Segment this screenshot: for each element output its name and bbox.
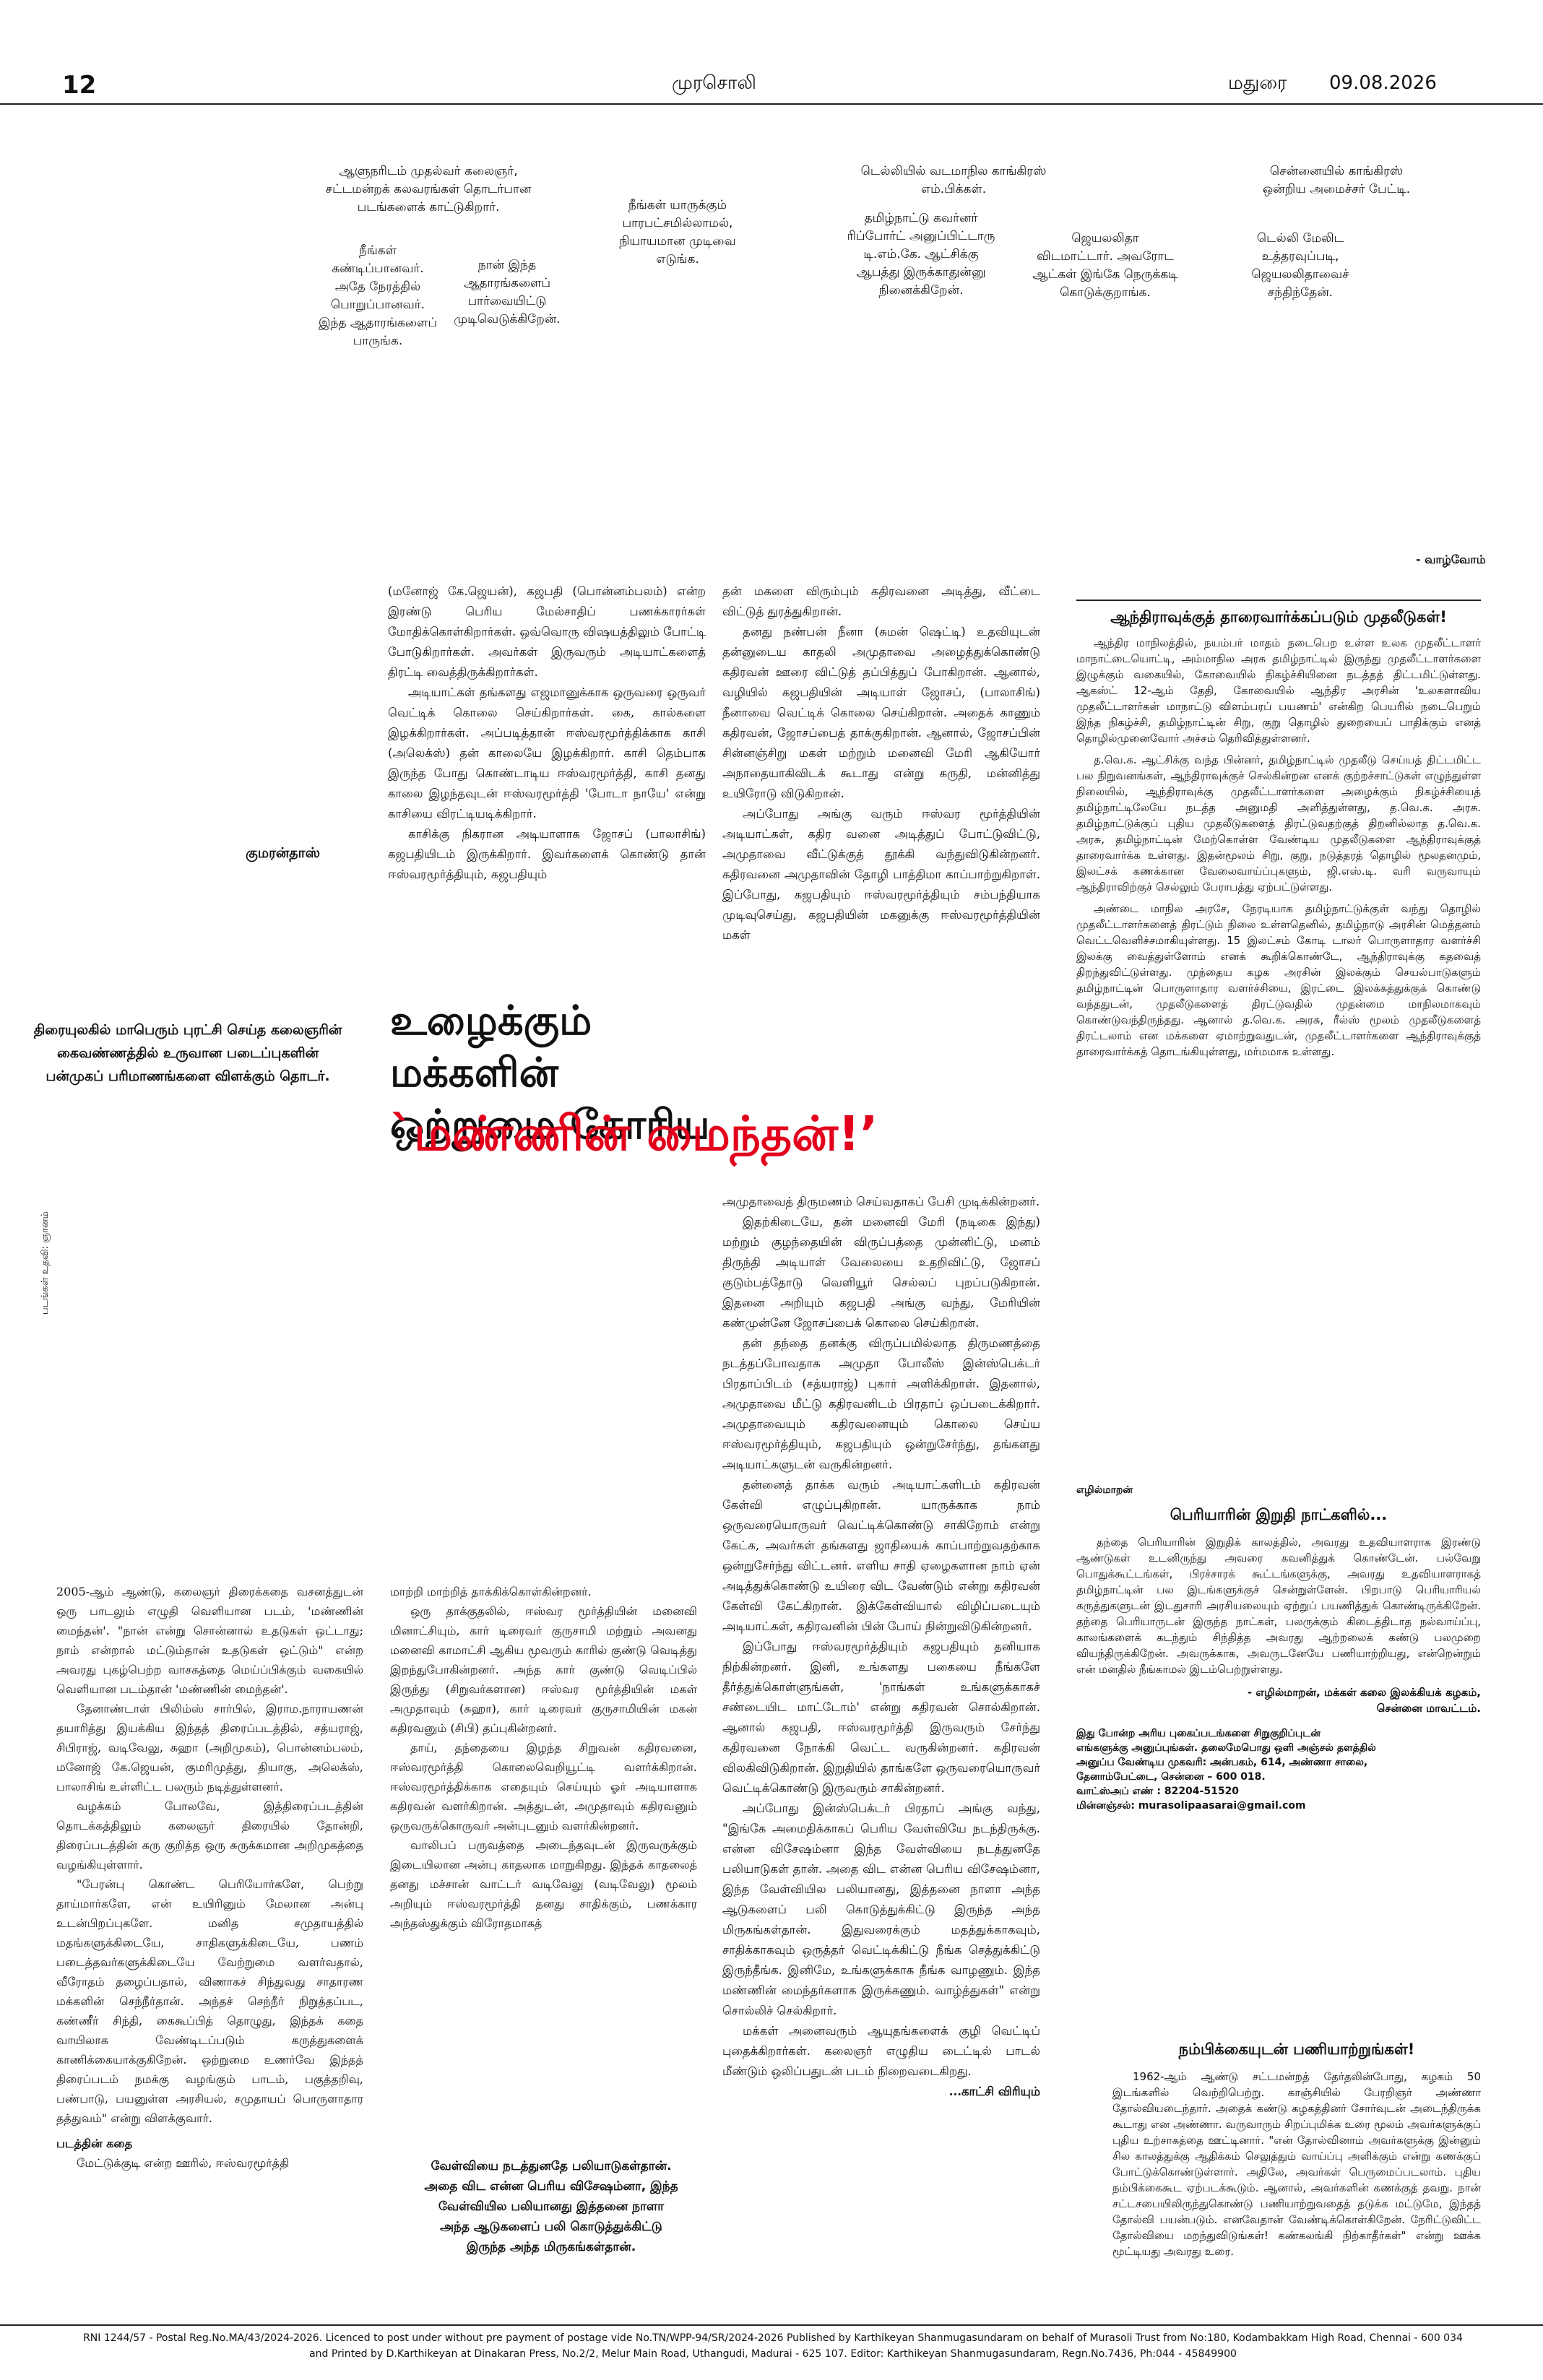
box-confidence: நம்பிக்கையுடன் பணியாற்றுங்கள்! 1962-ஆம் … <box>1112 2041 1481 2259</box>
still-caption-3: நான் இந்த ஆதாரங்களைப் பார்வையிட்டு முடிவ… <box>454 258 561 326</box>
header-rule <box>0 103 1543 105</box>
still-caption-5: டெல்லியில் வடமாநில காங்கிரஸ் எம்.பிக்கள்… <box>860 164 1047 196</box>
headline-title: `மண்ணின் மைந்தன்!’ <box>390 1106 878 1161</box>
paragraph: தனது நண்பன் நீனா (சுமன் ஷெட்டி) உதவியுடன… <box>722 625 1040 800</box>
paper-name: முரசொலி <box>672 72 756 94</box>
headline: உழைக்கும் மக்களின் ஒற்றுமை கோரிய <box>390 995 751 1151</box>
paragraph: அப்போது அங்கு வரும் ஈஸ்வர மூர்த்தியின் அ… <box>722 807 1040 942</box>
paragraph: தன் மகளை விரும்பும் கதிரவனை அடித்து, வீட… <box>722 584 1040 618</box>
box-periyar: எழில்மாறன் பெரியாரின் இறுதி நாட்களில்...… <box>1076 1484 1481 1813</box>
article-col2-top: தன் மகளை விரும்பும் கதிரவனை அடித்து, வீட… <box>722 581 1040 945</box>
paragraph: ஆந்திர மாநிலத்தில், நயம்பர் மாதம் நடைபெற… <box>1076 636 1481 745</box>
date: 09.08.2026 <box>1329 72 1437 94</box>
email-link[interactable]: மின்னஞ்சல்: murasolipaasarai@gmail.com <box>1076 1800 1306 1812</box>
article-bottom-col1: 2005-ஆம் ஆண்டு, கலைஞர் திரைக்கதை வசனத்து… <box>56 1582 363 2173</box>
box-title: ஆந்திராவுக்குத் தாரைவார்க்கப்படும் முதலீ… <box>1110 608 1447 626</box>
note-line: தேனாம்பேட்டை, சென்னை – 600 018. <box>1076 1771 1266 1783</box>
pull-quote-line: அதை விட என்ன பெரிய விசேஷம்னா, இந்த <box>424 2179 678 2194</box>
author-name: குமரன்தாஸ் <box>246 845 321 861</box>
pull-quote-line: வேள்வியை நடத்துனதே பலியாடுகள்தான். <box>431 2159 672 2173</box>
paragraph: "பேரன்பு கொண்ட பெரியோர்களே, பெற்று தாய்ம… <box>56 1877 363 2125</box>
article-col2-main: அமுதாவைத் திருமணம் செய்வதாகப் பேசி முடிக… <box>722 1192 1040 2102</box>
paragraph: (மனோஜ் கே.ஜெயன்), கஜபதி (பொன்னம்பலம்) என… <box>388 584 706 679</box>
pull-quote-line: வேள்வியில பலியானது இத்தனை நாளா <box>438 2199 665 2214</box>
series-tag: - வாழ்வோம் <box>1416 553 1486 566</box>
paragraph: தன்னைத் தாக்க வரும் அடியாட்களிடம் கதிரவன… <box>722 1478 1040 1633</box>
still-caption-9: டெல்லி மேலிட உத்தரவுப்படி, ஜெயலலிதாவைச் … <box>1251 231 1349 300</box>
imprint-line-1: RNI 1244/57 - Postal Reg.No.MA/43/2024-2… <box>83 2332 1463 2344</box>
paragraph: அண்டை மாநில அரசே, நேரடியாக தமிழ்நாட்டுக்… <box>1076 902 1481 1058</box>
note-line: எங்களுக்கு அனுப்புங்கள். தலைமேபொது ஒளி அ… <box>1076 1742 1376 1754</box>
signature: - எழில்மாறன், மக்கள் கலை இலக்கியக் கழகம்… <box>1247 1686 1481 1699</box>
article-bottom-col2: மாற்றி மாற்றித் தாக்கிக்கொள்கின்றனர். ஒர… <box>390 1582 697 1933</box>
paragraph: மேட்டுக்குடி என்ற ஊரில், ஈஸ்வரமூர்த்தி <box>77 2156 290 2170</box>
paragraph: வாலிபப் பருவத்தை அடைந்தவுடன் இருவருக்கும… <box>390 1838 697 1930</box>
submission-note: இது போன்ற அரிய புகைப்படங்களை சிறுகுறிப்ப… <box>1076 1726 1481 1813</box>
imprint: RNI 1244/57 - Postal Reg.No.MA/43/2024-2… <box>43 2330 1503 2362</box>
box-title: நம்பிக்கையுடன் பணியாற்றுங்கள்! <box>1178 2041 1415 2058</box>
paragraph: இதற்கிடையே, தன் மனைவி மேரி (நடிகை இந்து)… <box>722 1215 1040 1330</box>
box-body: தந்தை பெரியாரின் இறுதிக் காலத்தில், அவரத… <box>1076 1536 1481 1676</box>
paragraph: தேனாண்டாள் பிலிம்ஸ் சார்பில், இராம.நாராய… <box>56 1702 363 1793</box>
subhead: படத்தின் கதை <box>56 2137 133 2150</box>
article-col1-top: (மனோஜ் கே.ஜெயன்), கஜபதி (பொன்னம்பலம்) என… <box>388 581 706 885</box>
city: மதுரை <box>1228 72 1287 94</box>
paragraph: அப்போது இன்ஸ்பெக்டர் பிரதாப் அங்கு வந்து… <box>722 1801 1040 2017</box>
footer-rule <box>0 2324 1543 2326</box>
still-caption-7: ஜெயலலிதா விடமாட்டார். அவரோட ஆட்கள் இங்கே… <box>1032 231 1178 300</box>
still-caption-1: ஆளுநரிடம் முதல்வர் கலைஞர், சட்டமன்றக் கல… <box>325 164 532 215</box>
box-title: பெரியாரின் இறுதி நாட்களில்... <box>1170 1506 1388 1523</box>
headline-line-1: உழைக்கும் மக்களின் <box>390 998 592 1096</box>
pull-quote: வேள்வியை நடத்துனதே பலியாடுகள்தான். அதை வ… <box>396 2156 706 2257</box>
still-caption-8: சென்னையில் காங்கிரஸ் ஒன்றிய அமைச்சர் பேட… <box>1262 164 1411 196</box>
paragraph: இப்போது ஈஸ்வரமூர்த்தியும் கஜபதியும் தனிய… <box>722 1640 1040 1795</box>
paragraph: ஒரு தாக்குதலில், ஈஸ்வர மூர்த்தியின் மனைவ… <box>390 1604 697 1735</box>
paragraph: மாற்றி மாற்றித் தாக்கிக்கொள்கின்றனர். <box>390 1585 592 1598</box>
box-body: 1962-ஆம் ஆண்டு சட்டமன்றத் தேர்தலின்போது,… <box>1112 2070 1481 2258</box>
note-line: அனுப்ப வேண்டிய முகவரி: அன்பகம், 614, அண்… <box>1076 1757 1368 1768</box>
imprint-line-2: and Printed by D.Karthikeyan at Dinakara… <box>309 2348 1237 2360</box>
paragraph: அடியாட்கள் தங்களது எஜமானுக்காக ஒருவரை ஒர… <box>388 685 706 821</box>
box-andhra: ஆந்திராவுக்குத் தாரைவார்க்கப்படும் முதலீ… <box>1076 600 1481 1060</box>
note-line: இது போன்ற அரிய புகைப்படங்களை சிறுகுறிப்ப… <box>1076 1728 1321 1739</box>
signature-place: சென்னை மாவட்டம். <box>1376 1702 1481 1715</box>
still-caption-2: நீங்கள் கண்டிப்பானவர். அதே நேரத்தில் பொற… <box>319 243 437 348</box>
paragraph: 2005-ஆம் ஆண்டு, கலைஞர் திரைக்கதை வசனத்து… <box>56 1585 363 1696</box>
paragraph: வழக்கம் போலவே, இத்திரைப்படத்தின் தொடக்கத… <box>56 1799 363 1871</box>
pull-quote-line: அந்த ஆடுகளைப் பலி கொடுத்துக்கிட்டு <box>440 2220 662 2234</box>
photo-credit: படங்கள் உதவி: ஞானம் <box>40 1211 51 1315</box>
series-intro: திரையுலகில் மாபெரும் புரட்சி செய்த கலைஞர… <box>33 1022 342 1084</box>
paragraph: அமுதாவைத் திருமணம் செய்வதாகப் பேசி முடிக… <box>722 1195 1040 1208</box>
page-number: 12 <box>62 71 97 100</box>
paragraph: மக்கள் அனைவரும் ஆயுதங்களைக் குழி வெட்டிப… <box>722 2024 1040 2078</box>
headline-line-2: ஒற்றுமை கோரிய <box>390 1102 710 1148</box>
note-line: வாட்ஸ்அப் எண் : 82204-51520 <box>1076 1786 1240 1797</box>
still-caption-6: தமிழ்நாட்டு கவர்னர் ரிப்போர்ட் அனுப்பிட்… <box>847 211 995 298</box>
paragraph: தாய், தந்தையை இழந்த சிறுவன் கதிரவனை, ஈஸ்… <box>390 1741 697 1832</box>
paragraph: தன் தந்தை தனக்கு விருப்பமில்லாத திருமணத்… <box>722 1336 1040 1471</box>
continued-note: ...காட்சி விரியும் <box>948 2085 1040 2098</box>
still-caption-4: நீங்கள் யாருக்கும் பாரபட்சமில்லாமல், நிய… <box>619 198 736 267</box>
paragraph: காசிக்கு நிகரான அடியாளாக ஜோசப் (பாலாசிங்… <box>388 827 706 881</box>
paragraph: த.வெ.க. ஆட்சிக்கு வந்த பின்னர், தமிழ்நாட… <box>1076 753 1481 893</box>
box-author: எழில்மாறன் <box>1076 1484 1133 1496</box>
pull-quote-line: இருந்த அந்த மிருகங்கள்தான். <box>466 2240 636 2254</box>
